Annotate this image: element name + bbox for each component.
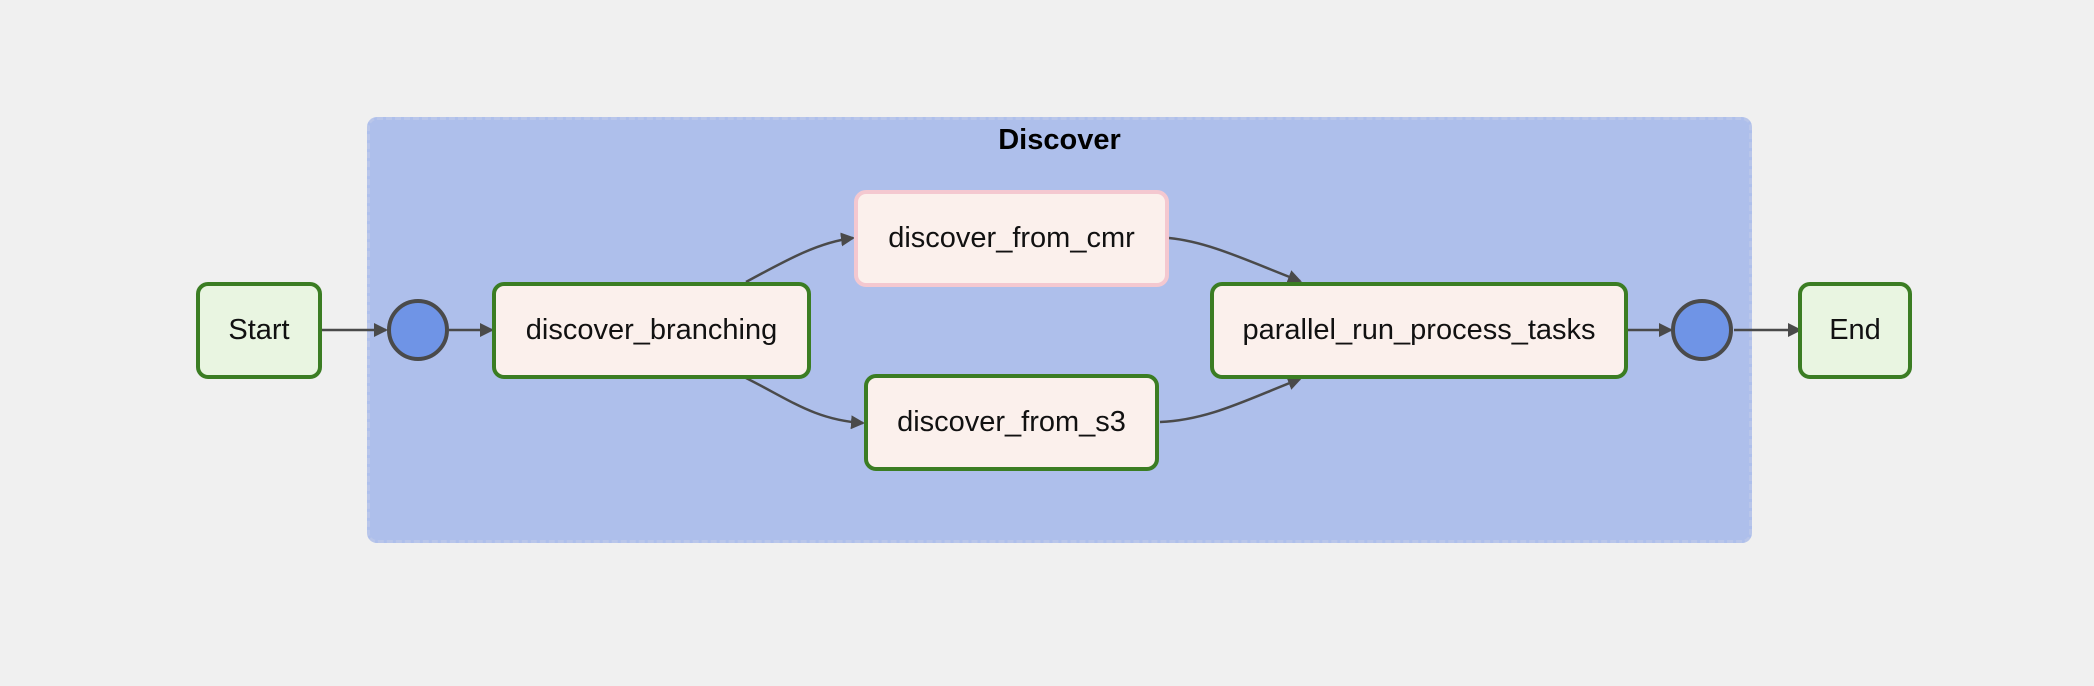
end-node[interactable]: End <box>1798 282 1912 379</box>
edge-branching-to-cmr <box>745 232 855 284</box>
parallel-run-process-tasks-node[interactable]: parallel_run_process_tasks <box>1210 282 1628 379</box>
edge-branching-to-s3 <box>745 376 865 430</box>
discover-from-s3-node[interactable]: discover_from_s3 <box>864 374 1159 471</box>
join-node-upstream[interactable] <box>387 299 449 361</box>
edge-cmr-to-parallel <box>1168 236 1302 284</box>
discover-from-cmr-node[interactable]: discover_from_cmr <box>854 190 1169 287</box>
edge-s3-to-parallel <box>1159 376 1302 424</box>
discover-branching-node[interactable]: discover_branching <box>492 282 811 379</box>
join-node-downstream[interactable] <box>1671 299 1733 361</box>
start-node[interactable]: Start <box>196 282 322 379</box>
task-group-title: Discover <box>998 124 1121 156</box>
